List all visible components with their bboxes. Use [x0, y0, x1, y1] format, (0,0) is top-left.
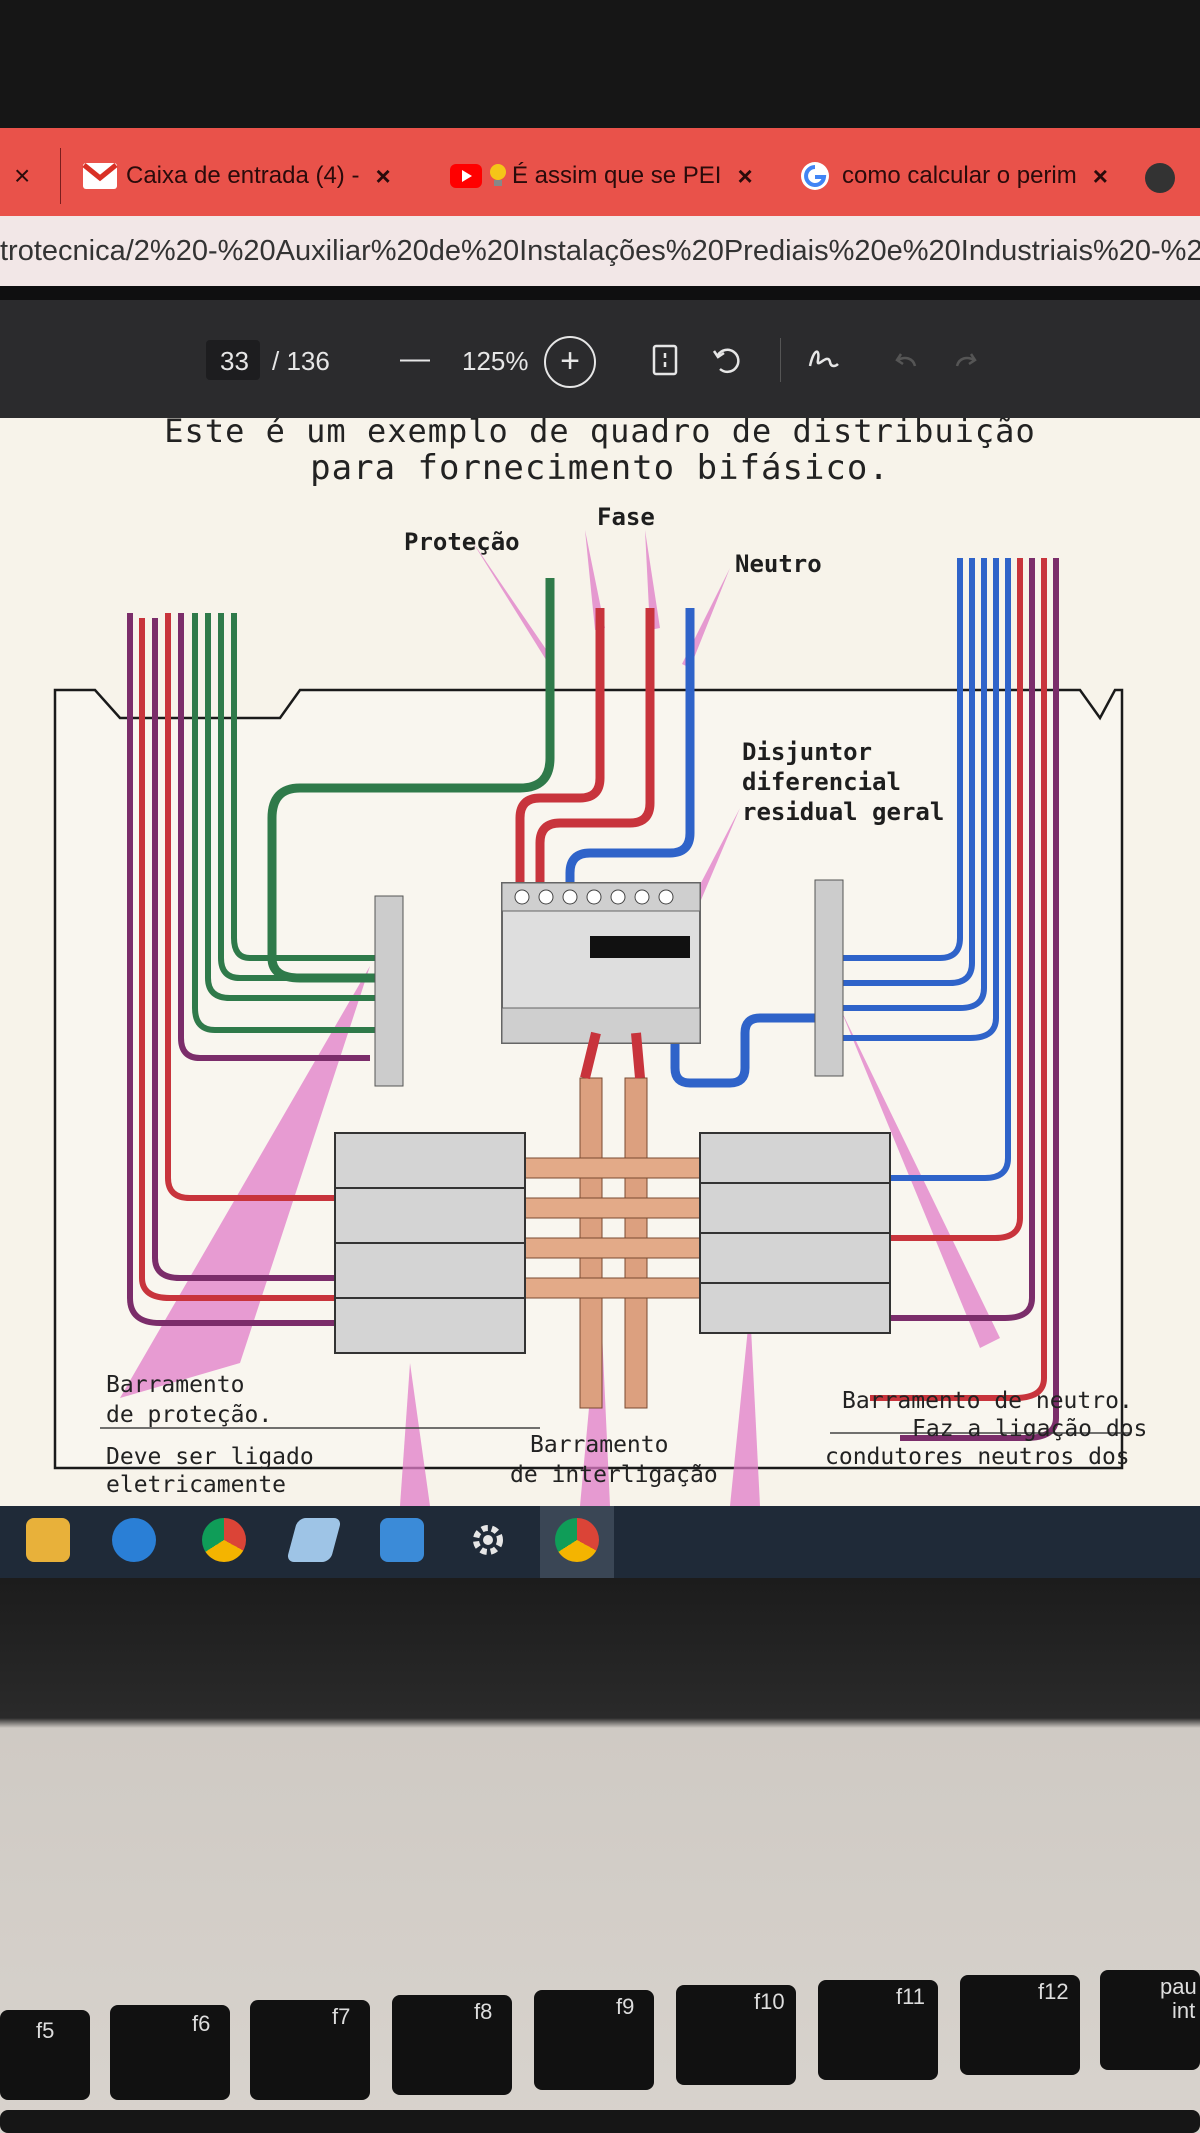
label-protecao: Proteção — [404, 528, 520, 556]
label-disjuntor-line2: diferencial — [742, 768, 901, 796]
youtube-icon — [450, 164, 482, 188]
chrome-active-icon[interactable] — [555, 1518, 599, 1562]
caption-interligacao-line1: Barramento — [530, 1432, 669, 1458]
zoom-out-button[interactable]: — — [400, 342, 430, 375]
outlook-icon[interactable] — [112, 1518, 156, 1562]
key-f5[interactable]: f5 — [0, 2010, 90, 2100]
caption-protecao-line2: de proteção. — [106, 1402, 273, 1428]
pdf-toolbar — [0, 300, 1200, 418]
undo-icon[interactable] — [895, 350, 919, 372]
tab-label: É assim que se PEI — [512, 162, 722, 189]
number-key-row — [0, 2110, 1200, 2133]
left-breakers — [334, 1132, 526, 1354]
redo-icon[interactable] — [953, 350, 977, 372]
caption-protecao-line4: eletricamente — [106, 1472, 287, 1498]
browser-tab-bar — [0, 128, 1200, 216]
draw-icon[interactable] — [806, 344, 842, 376]
key-f6[interactable]: f6 — [110, 2005, 230, 2100]
document-title-line1: Este é um exemplo de quadro de distribui… — [164, 418, 1036, 450]
label-disjuntor-line1: Disjuntor — [742, 738, 873, 766]
distribution-board-diagram — [53, 530, 1130, 1506]
tab-divider — [60, 148, 61, 204]
tab-label: como calcular o perim — [842, 162, 1077, 189]
caption-protecao-line1: Barramento — [106, 1372, 245, 1398]
brand-logo — [520, 1595, 760, 1645]
label-fase: Fase — [597, 503, 655, 531]
key-f7[interactable]: f7 — [250, 2000, 370, 2100]
key-f10[interactable]: f10 — [676, 1985, 796, 2085]
tab-gmail[interactable]: Caixa de entrada (4) - × — [82, 148, 391, 204]
close-icon[interactable]: × — [1092, 160, 1108, 191]
file-explorer-icon[interactable] — [26, 1518, 70, 1562]
key-pause[interactable]: pau int — [1100, 1970, 1200, 2070]
key-f11[interactable]: f11 — [818, 1980, 938, 2080]
caption-neutro-line3: condutores neutros dos — [825, 1444, 1130, 1470]
toolbar-divider — [780, 338, 781, 382]
fit-page-icon[interactable] — [652, 344, 678, 376]
calculator-icon[interactable] — [380, 1518, 424, 1562]
close-icon[interactable]: × — [14, 160, 31, 191]
close-icon[interactable]: × — [375, 160, 391, 191]
address-bar[interactable]: trotecnica/2%20-%20Auxiliar%20de%20Insta… — [0, 216, 1200, 286]
key-f9[interactable]: f9 — [534, 1990, 654, 2090]
gmail-icon — [82, 163, 118, 189]
caption-neutro-line1: Barramento de neutro. — [842, 1388, 1133, 1414]
laptop-bezel-top — [0, 0, 1200, 128]
zoom-level: 125% — [462, 346, 529, 376]
right-breakers — [699, 1132, 891, 1334]
new-tab-icon[interactable] — [1145, 163, 1175, 193]
tab-close-previous[interactable]: × — [14, 148, 30, 204]
tab-youtube[interactable]: É assim que se PEI × — [450, 148, 753, 204]
page-current: 33 — [220, 346, 249, 376]
plus-icon: + — [560, 342, 580, 380]
zoom-in-button[interactable]: + — [544, 336, 596, 388]
label-neutro: Neutro — [735, 550, 822, 578]
pdf-page: Este é um exemplo de quadro de distribui… — [0, 418, 1200, 1506]
page-number-input[interactable] — [206, 340, 260, 380]
chrome-icon[interactable] — [202, 1518, 246, 1562]
tab-google[interactable]: como calcular o perim × — [800, 148, 1108, 204]
key-f12[interactable]: f12 — [960, 1975, 1080, 2075]
key-f8[interactable]: f8 — [392, 1995, 512, 2095]
label-disjuntor-line3: residual geral — [742, 798, 945, 826]
tab-label: Caixa de entrada (4) - — [126, 162, 360, 189]
address-text: trotecnica/2%20-%20Auxiliar%20de%20Insta… — [0, 234, 1200, 267]
lightbulb-icon — [490, 164, 506, 186]
protection-busbar — [374, 895, 404, 1087]
google-icon — [801, 162, 829, 190]
rotate-icon[interactable] — [710, 343, 744, 377]
caption-protecao-line3: Deve ser ligado — [106, 1444, 314, 1470]
caption-interligacao-line2: de interligação — [510, 1462, 718, 1488]
neutral-busbar — [814, 879, 844, 1077]
document-title-line2: para fornecimento bifásico. — [310, 448, 890, 488]
close-icon[interactable]: × — [737, 160, 753, 191]
settings-gear-icon[interactable] — [466, 1518, 510, 1562]
caption-neutro-line2: Faz a ligação dos — [912, 1416, 1148, 1442]
page-total: / 136 — [272, 346, 330, 376]
